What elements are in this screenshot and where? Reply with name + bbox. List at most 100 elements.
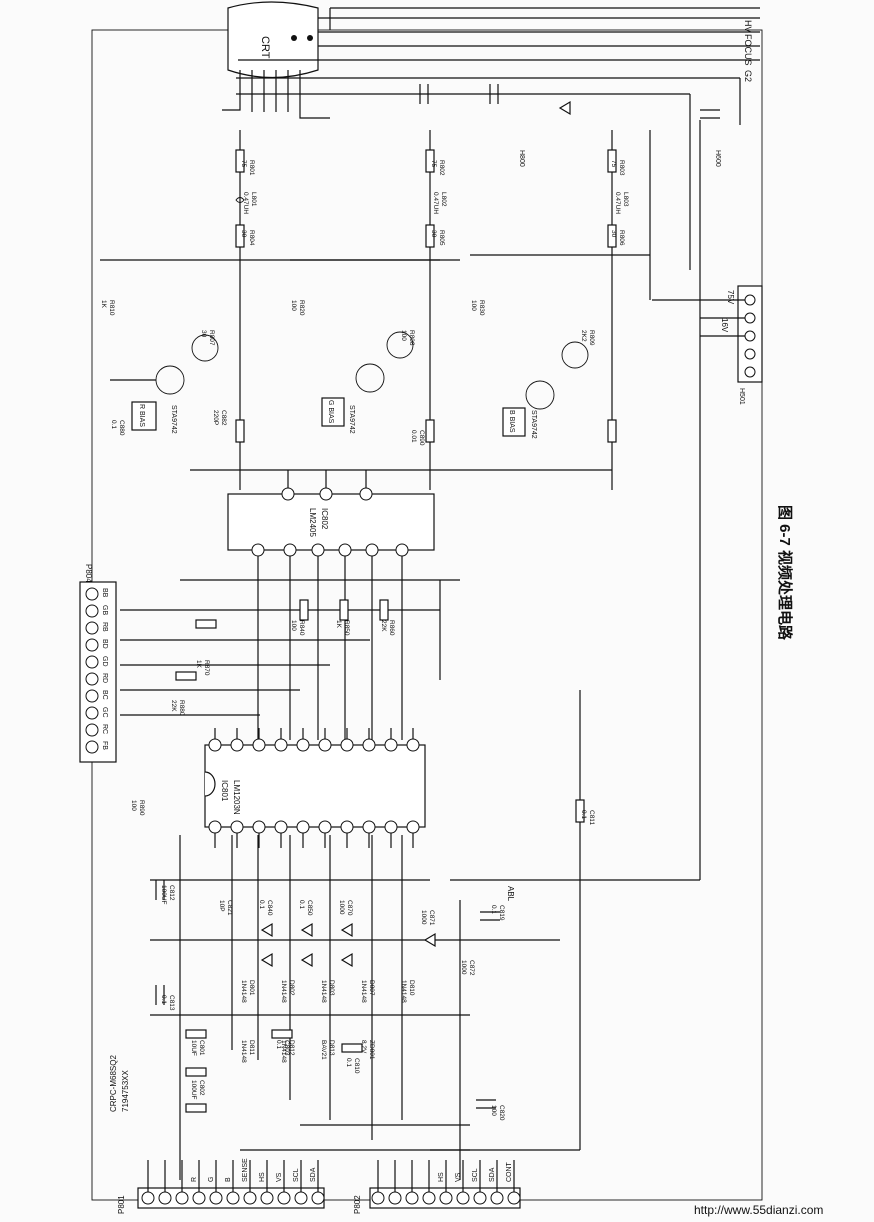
ic801-body: [204, 744, 426, 828]
ic801-pin: [318, 738, 332, 752]
component-value: 2K2: [580, 330, 587, 342]
component-ref: R803: [618, 160, 625, 176]
channel-b: [470, 130, 650, 490]
connector-pin: [456, 1191, 470, 1205]
component-ref: C801: [198, 1040, 205, 1056]
ic801-pin: [318, 820, 332, 834]
connector-pin: [507, 1191, 521, 1205]
ic801-pin: [340, 820, 354, 834]
component-value: 75: [430, 160, 437, 168]
ic801-pin: [252, 820, 266, 834]
component-value: 100UF: [190, 1080, 197, 1100]
header-label: H800: [518, 150, 525, 167]
component-value: 100: [290, 620, 297, 631]
b-bias-label: B BIAS: [508, 410, 515, 433]
component-value: 0.01: [410, 430, 417, 443]
p801-ref: P801: [117, 1195, 126, 1214]
ic801-part: LM1203N: [232, 780, 241, 815]
component-value: 1000: [420, 910, 427, 925]
inductor-ref: L801: [250, 192, 257, 207]
component-ref: C871: [428, 910, 435, 926]
connector-pin: [371, 1191, 385, 1205]
signal-lines: [120, 556, 460, 740]
component-ref: C813: [168, 995, 175, 1011]
p804-pin-label: RB: [101, 622, 108, 632]
component-ref: R805: [438, 230, 445, 246]
diode-ref: D807: [368, 980, 375, 996]
connector-label: SDA: [489, 1167, 496, 1182]
p804-pin-label: BC: [101, 690, 108, 700]
b-bias-box: [502, 407, 526, 437]
p804-pin-label: GD: [101, 656, 108, 667]
channel-g: [290, 130, 460, 490]
p804-pin: [85, 672, 99, 686]
component-value: 100: [470, 300, 477, 311]
figure-caption: 图 6-7 视频处理电路: [776, 505, 794, 641]
g-bias-label: G BIAS: [327, 400, 334, 424]
channel-r: [100, 130, 440, 490]
component-value: 30: [200, 330, 207, 338]
connector-pin: [422, 1191, 436, 1205]
connector-label: HS: [438, 1172, 445, 1182]
crt-pins: [222, 35, 330, 119]
connector-label: SDA: [310, 1167, 317, 1182]
component-value: 0.1: [298, 900, 305, 909]
ic801-pin: [230, 820, 244, 834]
component-ref: C870: [346, 900, 353, 916]
ic801-pin: [296, 738, 310, 752]
component-ref: R860: [388, 620, 395, 636]
component-ref: R820: [298, 300, 305, 316]
component-value: 1K: [100, 300, 107, 309]
component-ref: R809: [588, 330, 595, 346]
p804-pin: [85, 723, 99, 737]
ic801-pin: [230, 738, 244, 752]
inductor-value: 0.47UH: [614, 192, 621, 214]
diode-part: 1N4148: [240, 1040, 247, 1063]
output-focus: FOCUS: [743, 34, 753, 66]
connector-label: R: [191, 1177, 198, 1182]
inductor-value: 0.47UH: [242, 192, 249, 214]
component-ref: R870: [203, 660, 210, 676]
component-ref: R806: [618, 230, 625, 246]
component-ref: C850: [306, 900, 313, 916]
component-ref: C802: [198, 1080, 205, 1096]
component-ref: R808: [408, 330, 415, 346]
connector-pin: [439, 1191, 453, 1205]
component-value: 1000: [338, 900, 345, 915]
ic801-pin: [406, 820, 420, 834]
component-value: 1K: [195, 660, 202, 669]
p804-pin: [85, 638, 99, 652]
p804-ref: P804: [84, 564, 93, 583]
diode-part: 1N4148: [240, 980, 247, 1003]
p804-pin-label: GB: [101, 605, 108, 615]
connector-label: CONT: [506, 1161, 513, 1182]
component-value: 30: [430, 230, 437, 238]
p804-pin-label: RC: [101, 724, 108, 734]
component-value: 75: [240, 160, 247, 168]
connector-pin: [192, 1191, 206, 1205]
ic801-pin: [274, 820, 288, 834]
component-value: 100: [290, 300, 297, 311]
inductor-ref: L802: [440, 192, 447, 207]
diode-ref: D801: [248, 980, 255, 996]
watermark: http://www.55dianzi.com: [694, 1203, 823, 1217]
diode-ref: D813: [328, 1040, 335, 1056]
p804-pin: [85, 621, 99, 635]
component-value: 1K: [335, 620, 342, 629]
connector-label: VS: [455, 1172, 462, 1182]
r-bias-label: R BIAS: [138, 404, 145, 427]
diode-part: 1N4148: [320, 980, 327, 1003]
p804-pin: [85, 655, 99, 669]
lower-network: [150, 120, 701, 1180]
label-75v: 75V: [726, 290, 735, 305]
connector-pin: [388, 1191, 402, 1205]
component-value: 220P: [212, 410, 219, 425]
diode-part: BAV21: [320, 1040, 327, 1060]
diode-part: 1N4148: [280, 1040, 287, 1063]
diode-ref: D810: [408, 980, 415, 996]
component-value: 100: [130, 800, 137, 811]
